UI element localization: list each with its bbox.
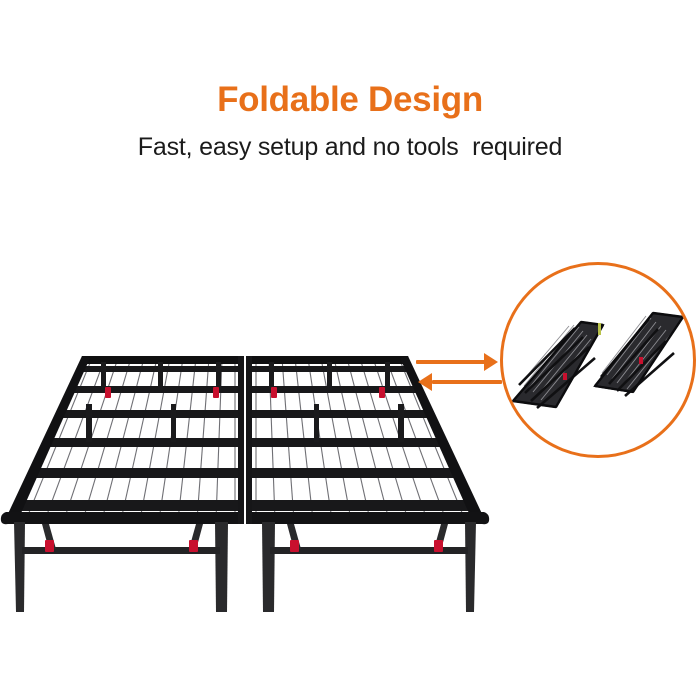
folded-clip-right [639, 357, 643, 364]
legs-right [262, 522, 476, 612]
deck-posts-right [269, 362, 404, 442]
arrow-left-shaft [432, 380, 502, 384]
leg-clips-right [290, 540, 443, 552]
fold-unfold-arrows [416, 352, 502, 396]
folded-clip-left [563, 373, 567, 380]
folded-frame-illustration [503, 265, 693, 455]
page-subtitle: Fast, easy setup and no tools required [137, 133, 563, 161]
locking-clips-right [271, 387, 385, 398]
bed-frame-svg [0, 356, 490, 612]
leg-clips-left [45, 540, 198, 552]
arrow-left-head [418, 373, 432, 391]
locking-clips-left [105, 387, 219, 398]
page-title: Foldable Design [217, 80, 483, 119]
folded-frame-svg [511, 311, 685, 409]
deck-slats-right [249, 366, 475, 511]
arrow-right-shaft [416, 360, 486, 364]
deck-perimeter-left [0, 356, 244, 525]
folded-state-inset [500, 262, 696, 458]
bed-frame-illustration [0, 344, 490, 624]
deck-slats-left [15, 366, 241, 511]
folded-hinge-marker [598, 323, 601, 335]
folded-panel-left [511, 320, 605, 409]
bed-frame-left-half [0, 356, 244, 612]
arrow-right-head [484, 353, 498, 371]
folded-panel-right [593, 311, 685, 397]
legs-left [14, 522, 228, 612]
deck-posts-left [86, 362, 221, 442]
deck-perimeter-right [246, 356, 490, 525]
bed-frame-right-half [246, 356, 490, 612]
